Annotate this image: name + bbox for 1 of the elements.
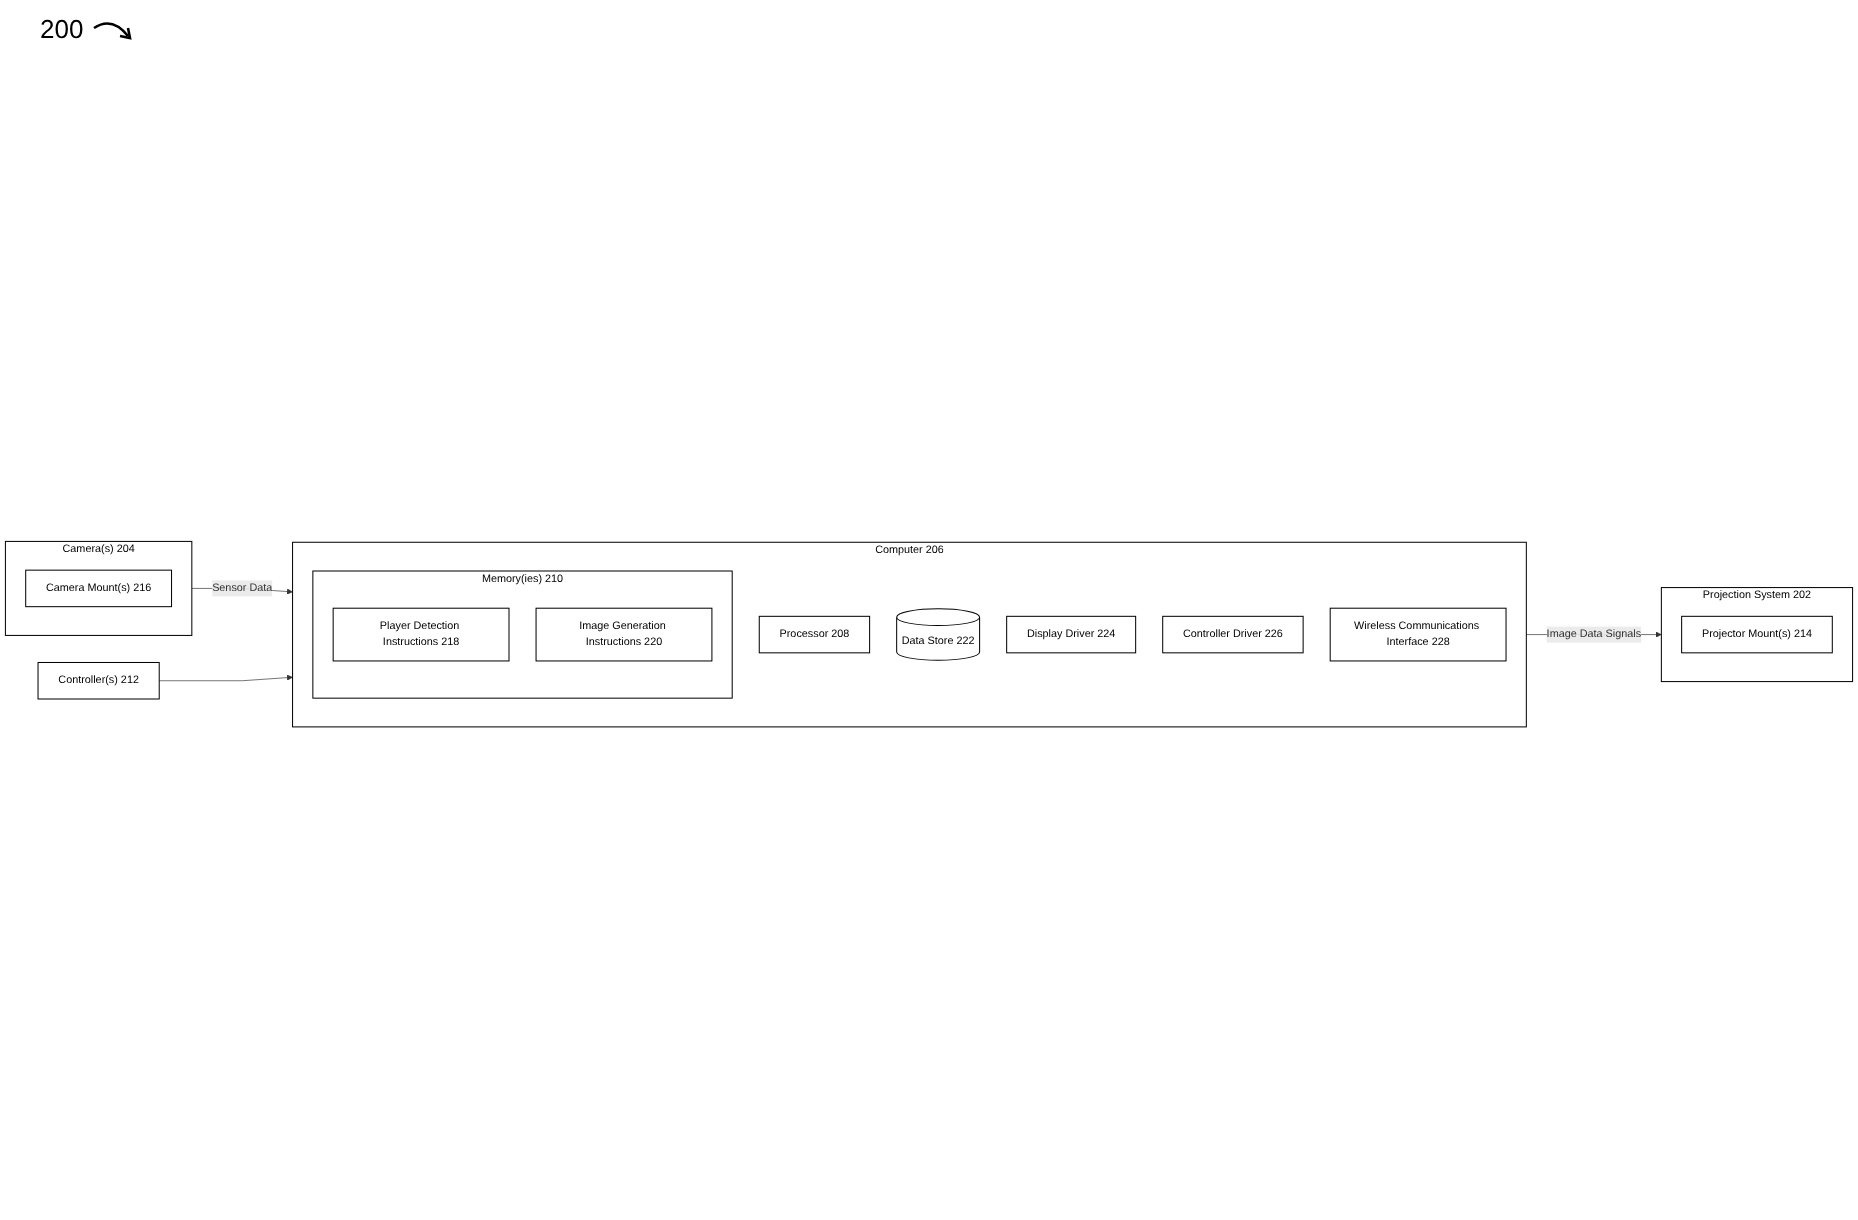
- reference-numeral: 200: [40, 14, 84, 44]
